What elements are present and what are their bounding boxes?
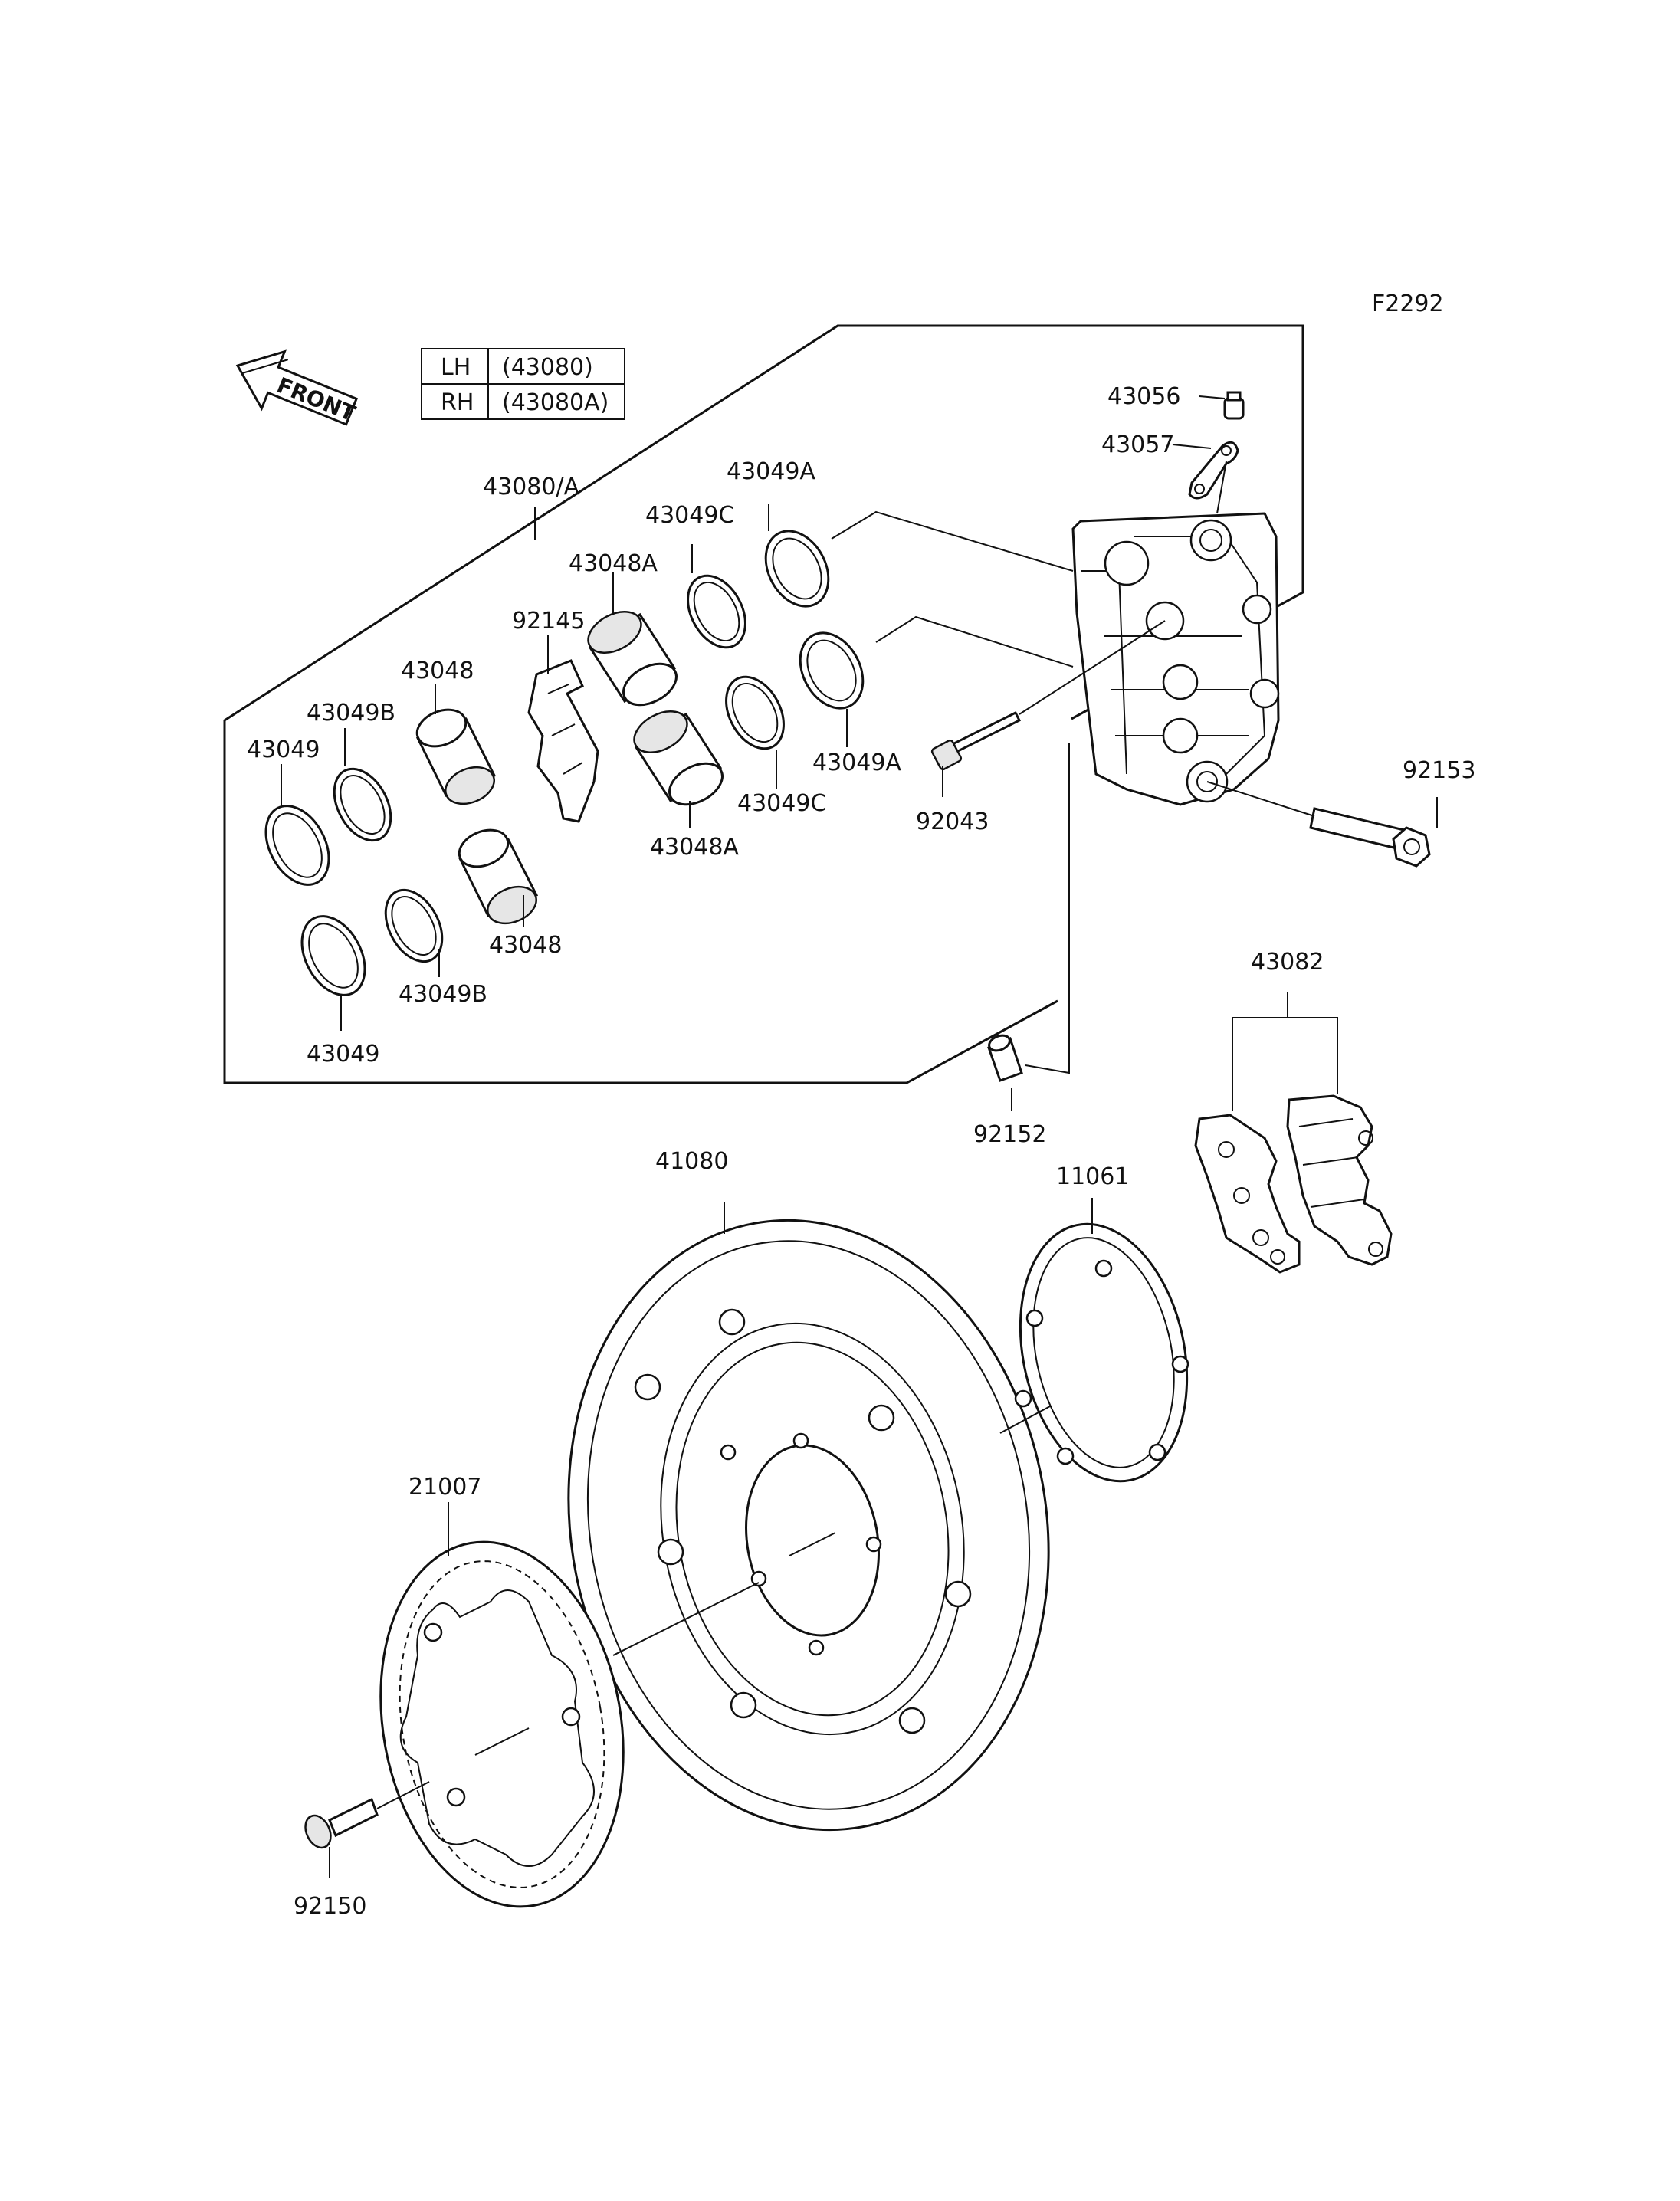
label-92043: 92043 xyxy=(916,809,989,835)
label-43048-bot: 43048 xyxy=(489,932,562,959)
side-lh: LH xyxy=(441,354,471,381)
label-43049-bot: 43049 xyxy=(307,1041,379,1068)
label-43057: 43057 xyxy=(1101,431,1174,458)
part-rh: (43080A) xyxy=(502,389,609,416)
seal-43049b-bot xyxy=(384,888,444,963)
brake-pad-right xyxy=(1286,1094,1393,1266)
caliper-assembly-outline xyxy=(223,324,1304,1084)
part-lh: (43080) xyxy=(502,354,593,381)
piston-43048a-mid xyxy=(633,710,724,806)
label-43049-top: 43049 xyxy=(247,736,320,763)
rotor-bolt-92150 xyxy=(304,1797,379,1849)
pad-spring-92145 xyxy=(527,659,599,823)
label-43049a-mid: 43049A xyxy=(812,750,901,776)
bleeder-valve-43056 xyxy=(1223,391,1245,420)
seal-43049-bot xyxy=(300,915,366,996)
label-92145: 92145 xyxy=(512,608,585,635)
piston-43048a-top xyxy=(587,611,678,707)
seal-43049b-top xyxy=(333,767,392,842)
brake-disc-41080 xyxy=(567,1219,1050,1832)
label-92150: 92150 xyxy=(294,1893,366,1920)
cap-43057 xyxy=(1188,441,1239,500)
side-table: LH (43080) RH (43080A) xyxy=(421,348,625,420)
mount-bolt-92153 xyxy=(1309,807,1431,868)
label-43049b-bot: 43049B xyxy=(399,981,487,1008)
piston-43048-bot xyxy=(458,828,539,925)
front-arrow-icon: FRONT xyxy=(235,349,359,427)
seal-43049-top xyxy=(264,805,330,886)
piston-43048-top xyxy=(415,708,497,805)
pad-pin-92043 xyxy=(930,710,1022,771)
label-43049a-top: 43049A xyxy=(727,458,815,485)
label-43048a-top: 43048A xyxy=(569,550,658,577)
front-label: FRONT xyxy=(274,372,359,427)
brake-caliper-body xyxy=(1071,512,1280,806)
brake-pad-left xyxy=(1194,1114,1301,1274)
label-43048a-mid: 43048A xyxy=(650,834,739,861)
disc-shim-11061 xyxy=(1014,1222,1189,1483)
seal-43049c-mid xyxy=(725,675,785,750)
label-21007: 21007 xyxy=(409,1474,481,1501)
seal-43049a-top xyxy=(764,530,830,608)
label-11061: 11061 xyxy=(1056,1163,1129,1190)
label-43056: 43056 xyxy=(1107,383,1180,410)
side-rh: RH xyxy=(441,389,474,416)
label-92152: 92152 xyxy=(973,1121,1046,1148)
label-92153: 92153 xyxy=(1403,757,1475,784)
diagram-code: F2292 xyxy=(1372,290,1444,317)
label-43048-top: 43048 xyxy=(401,658,474,684)
label-43080a: 43080/A xyxy=(483,474,580,500)
label-43049c-top: 43049C xyxy=(645,502,734,529)
label-43049b-top: 43049B xyxy=(307,700,395,727)
abs-rotor-21007 xyxy=(379,1540,625,1908)
label-43082: 43082 xyxy=(1251,949,1324,976)
collar-92152 xyxy=(987,1034,1023,1082)
seal-43049c-top xyxy=(687,574,746,649)
label-41080: 41080 xyxy=(655,1148,728,1175)
seal-43049a-mid xyxy=(799,631,865,710)
label-43049c-mid: 43049C xyxy=(737,790,826,817)
